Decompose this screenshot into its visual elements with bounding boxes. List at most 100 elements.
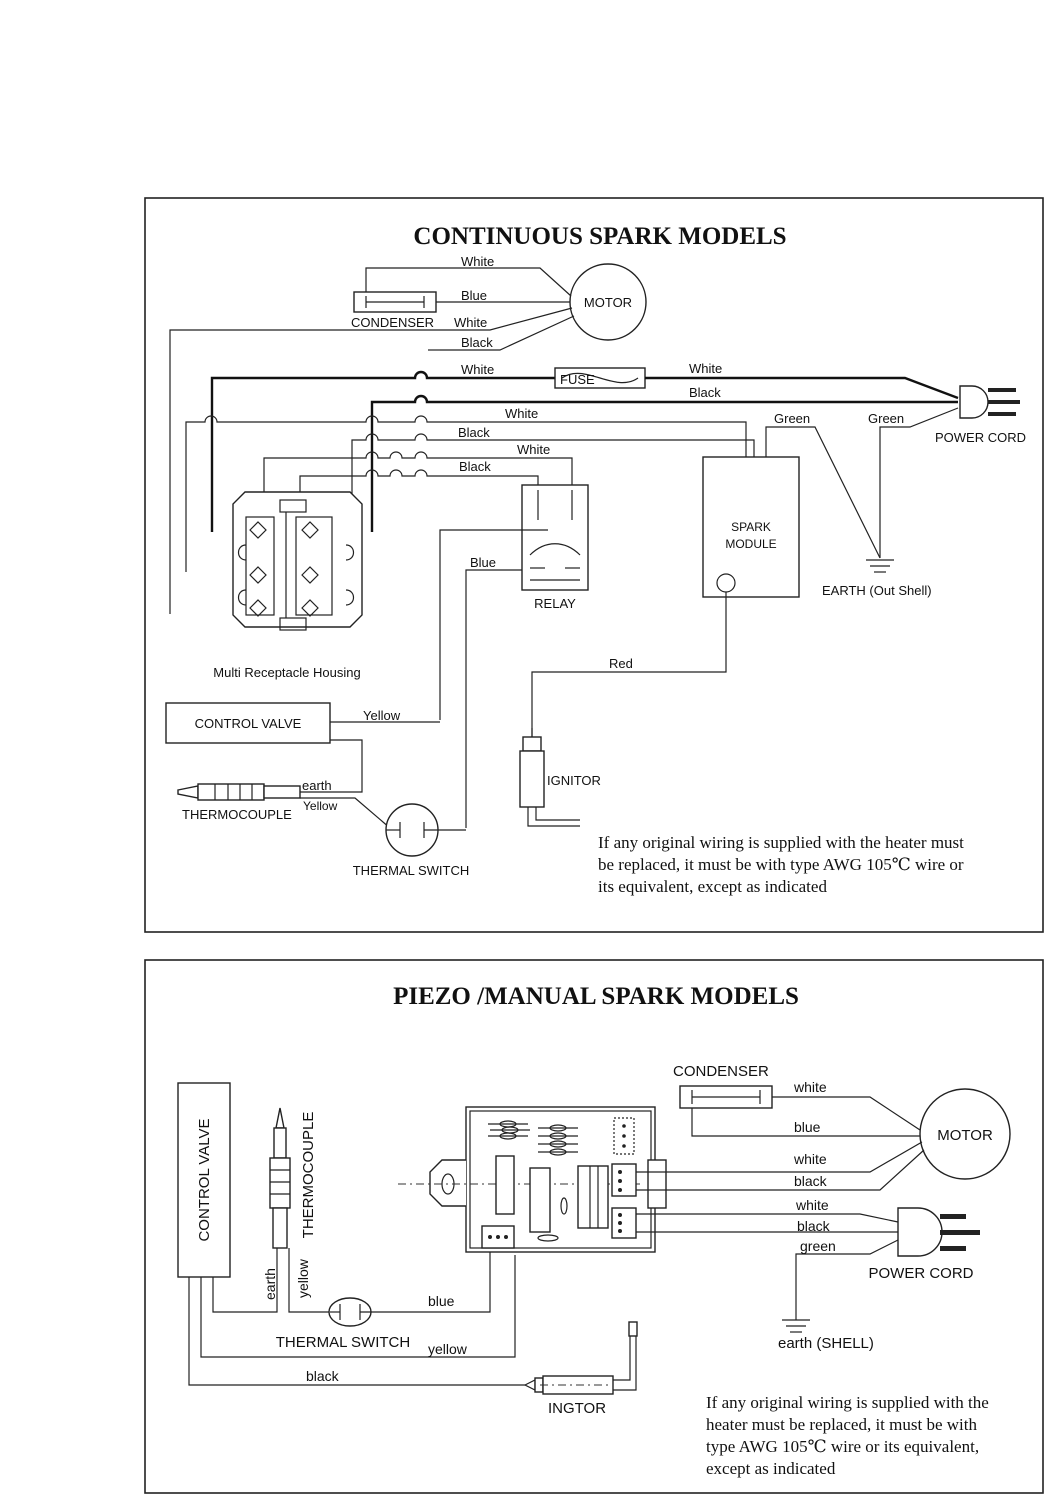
condenser-label: CONDENSER [673,1063,769,1080]
fuse-label: FUSE [560,372,595,387]
wire-label-white: White [461,362,494,377]
wire-label-earth: earth [262,1268,278,1300]
wire-main-white [210,370,555,532]
wire-blue-condenser [691,1108,920,1137]
wire-label-white: White [505,406,538,421]
control-valve-symbol [165,702,331,744]
wire-label-yellow: Yellow [303,799,338,813]
wire-label-white: White [454,315,487,330]
wire-earth-thermocouple [300,739,363,793]
bottom-panel-title: PIEZO /MANUAL SPARK MODELS [393,983,799,1010]
spark-module-label: SPARK [731,520,771,534]
wire-white-motor [169,307,573,614]
wire-white-condenser-motor [365,267,572,297]
spark-module-label: MODULE [725,537,776,551]
wire-yellow-thermocouple [288,1248,330,1313]
wire-white-condenser [772,1096,921,1131]
wire-white-relay [263,451,573,512]
wire-label-white: White [689,361,722,376]
ingtor-symbol [523,1321,638,1395]
wire-green-cord [879,407,959,558]
relay-symbol [521,484,589,591]
motor-label: MOTOR [937,1127,993,1144]
top-panel-title: CONTINUOUS SPARK MODELS [413,223,786,250]
wire-label-black: Black [459,459,491,474]
earth-label: EARTH (Out Shell) [822,583,932,598]
continuous-spark-panel: CONTINUOUS SPARK MODELS MOTOR CONDENSER … [144,197,1044,933]
thermocouple-label: THERMOCOUPLE [300,1112,317,1239]
control-valve-label: CONTROL VALVE [196,1118,213,1241]
wire-green-cord [795,1239,899,1320]
power-cord-plug [897,1207,943,1257]
wire-label-blue: Blue [461,288,487,303]
wire-white-motor [636,1141,923,1173]
power-cord-label: POWER CORD [935,430,1026,445]
thermal-switch-label: THERMAL SWITCH [276,1334,410,1351]
power-cord-label: POWER CORD [869,1265,974,1282]
wire-yellow-relay [439,529,548,720]
wiring-note-line: be replaced, it must be with type AWG 10… [598,855,964,874]
ingtor-label: INGTOR [548,1400,606,1417]
wire-label-green: green [800,1238,836,1254]
ignitor-label: IGNITOR [547,773,601,788]
wire-label-white: white [793,1151,827,1167]
wire-white-cord [636,1213,899,1223]
spark-module-symbol [702,456,800,598]
wire-black-motor [636,1149,925,1191]
ignitor-symbol [519,728,580,827]
wiring-note-line: If any original wiring is supplied with … [706,1393,989,1412]
wire-label-blue: Blue [470,555,496,570]
wire-label-black: black [306,1368,340,1384]
wiring-note-line: heater must be replaced, it must be with [706,1415,977,1434]
wire-black-relay [299,469,539,512]
wire-black-ingtor [188,1277,525,1386]
earth-label: earth (SHELL) [778,1335,874,1352]
wire-label-blue: blue [794,1119,821,1135]
wiring-note-line: If any original wiring is supplied with … [598,833,964,852]
thermocouple-label: THERMOCOUPLE [182,807,292,822]
thermocouple-symbol [269,1107,291,1249]
wiring-note-line: type AWG 105℃ wire or its equivalent, [706,1437,979,1456]
wire-label-black: Black [461,335,493,350]
wiring-note-line: except as indicated [706,1459,836,1478]
wire-green-spark [765,426,881,559]
wire-label-green: Green [774,411,810,426]
earth-symbol [782,1319,810,1333]
wire-label-red: Red [609,656,633,671]
wire-label-black: Black [689,385,721,400]
wire-yellow-valve [200,1255,516,1358]
wire-label-blue: blue [428,1293,455,1309]
wire-yellow-thermocouple [300,797,391,829]
thermal-switch-label: THERMAL SWITCH [353,863,470,878]
housing-label: Multi Receptacle Housing [213,665,360,680]
wire-label-black: black [794,1173,828,1189]
control-valve-symbol [177,1082,231,1278]
bottom-panel-frame [144,959,1044,1494]
wire-label-black: Black [458,425,490,440]
piezo-manual-spark-panel: PIEZO /MANUAL SPARK MODELS CONTROL VALVE… [144,959,1044,1494]
power-cord-plug [959,385,989,419]
thermocouple-symbol [177,783,301,801]
control-board-symbol [398,1106,667,1253]
wire-label-black: black [797,1218,831,1234]
wire-earth [212,1248,278,1313]
wire-label-green: Green [868,411,904,426]
wire-blue-switch [360,1230,491,1313]
wire-label-earth: earth [302,778,332,793]
wire-label-yellow: yellow [428,1341,468,1357]
control-valve-label: CONTROL VALVE [195,716,302,731]
wire-red-ignitor [531,592,727,737]
wire-blue-relay [465,569,522,828]
top-panel-frame [144,197,1044,933]
earth-symbol [866,559,894,573]
wire-white-spark [185,415,747,572]
motor-label: MOTOR [584,295,632,310]
condenser-label: CONDENSER [351,315,434,330]
wire-label-white: White [517,442,550,457]
wire-label-white: white [795,1197,829,1213]
wire-main-black [370,394,958,532]
wire-black-motor [440,315,575,351]
wire-label-yellow: yellow [295,1258,311,1298]
wire-label-white: white [793,1079,827,1095]
